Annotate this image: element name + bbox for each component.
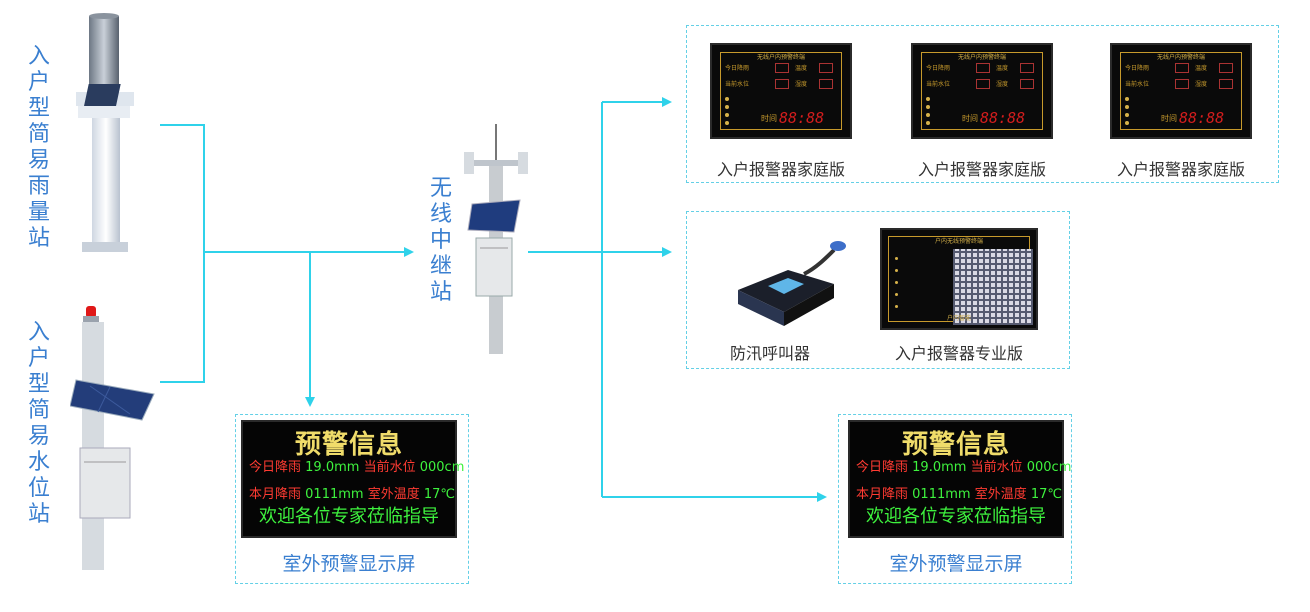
panel-item-humidity: 湿度 (996, 81, 1009, 88)
home-alarm-caption-2: 入户报警器家庭版 (917, 160, 1046, 179)
pro-panel-map (953, 249, 1033, 325)
outdoor-led-screen-1: 预警信息 今日降雨 19.0mm 当前水位 000cm 本月降雨 0111mm … (241, 420, 464, 538)
led-value-today-rain: 19.0mm (912, 460, 967, 475)
home-alarm-panel-3: 无线户内预警终端 今日降雨 当前水位 温度 湿度 时间 88:88 (1110, 43, 1252, 139)
panel-time-label: 时间 (761, 114, 777, 123)
led-value-water-level: 000cm (419, 460, 465, 475)
home-alarm-panel-1: 无线户内预警终端 今日降雨 当前水位 温度 湿度 时间 88:88 (710, 43, 852, 139)
led-label-outdoor-temp: 室外温度 (974, 487, 1027, 502)
outdoor-screen-box-2 (838, 414, 1072, 584)
pro-alarm-panel: 户内无线预警终端 户内智能 (880, 228, 1038, 330)
panel-item-temp: 温度 (795, 65, 808, 72)
panel-time-label: 时间 (1161, 114, 1177, 123)
led-value-today-rain: 19.0mm (305, 460, 360, 475)
led-label-water-level: 当前水位 (970, 460, 1023, 475)
home-alarm-group-box (686, 25, 1279, 183)
relay-station-label: 无线中继站 (429, 176, 452, 305)
rain-station-label: 入户型简易雨量站 (27, 44, 50, 251)
panel-item-water: 当前水位 (926, 81, 951, 88)
home-alarm-panel-2: 无线户内预警终端 今日降雨 当前水位 温度 湿度 时间 88:88 (911, 43, 1053, 139)
panel-title: 无线户内预警终端 (1156, 54, 1205, 61)
panel-item-rain: 今日降雨 (926, 65, 951, 72)
led-welcome-text: 欢迎各位专家莅临指导 (866, 506, 1046, 527)
led-welcome-text: 欢迎各位专家莅临指导 (259, 506, 439, 527)
panel-item-rain: 今日降雨 (1125, 65, 1150, 72)
led-label-today-rain: 今日降雨 (249, 460, 302, 475)
water-station-label: 入户型简易水位站 (27, 320, 50, 527)
led-label-month-rain: 本月降雨 (249, 487, 302, 502)
led-value-month-rain: 0111mm (305, 487, 364, 502)
panel-item-humidity: 湿度 (795, 81, 808, 88)
panel-time-display: 88:88 (980, 109, 1026, 127)
led-value-outdoor-temp: 17℃ (1030, 487, 1063, 502)
pro-panel-title: 户内无线预警终端 (934, 238, 983, 245)
panel-item-temp: 温度 (1195, 65, 1208, 72)
outdoor-screen-caption-2: 室外预警显示屏 (889, 553, 1023, 575)
led-value-outdoor-temp: 17℃ (423, 487, 456, 502)
panel-item-humidity: 湿度 (1195, 81, 1208, 88)
outdoor-led-screen-2: 预警信息 今日降雨 19.0mm 当前水位 000cm 本月降雨 0111mm … (848, 420, 1071, 538)
pro-alarm-caption: 入户报警器专业版 (894, 344, 1023, 363)
outdoor-screen-caption-1: 室外预警显示屏 (282, 553, 416, 575)
water-level-station-image (70, 306, 155, 570)
led-label-water-level: 当前水位 (363, 460, 416, 475)
panel-item-rain: 今日降雨 (725, 65, 750, 72)
led-label-outdoor-temp: 室外温度 (367, 487, 420, 502)
broadcaster-caption: 防汛呼叫器 (729, 344, 810, 363)
pro-alarm-group-box (686, 211, 1070, 369)
rain-gauge-station-image (76, 13, 134, 252)
panel-title: 无线户内预警终端 (957, 54, 1006, 61)
panel-title: 无线户内预警终端 (756, 54, 805, 61)
led-value-month-rain: 0111mm (912, 487, 971, 502)
home-alarm-caption-3: 入户报警器家庭版 (1116, 160, 1245, 179)
led-value-water-level: 000cm (1026, 460, 1072, 475)
panel-time-label: 时间 (962, 114, 978, 123)
panel-time-display: 88:88 (779, 109, 825, 127)
flood-broadcaster-image (738, 241, 846, 326)
led-label-today-rain: 今日降雨 (856, 460, 909, 475)
panel-time-display: 88:88 (1179, 109, 1225, 127)
led-title: 预警信息 (294, 430, 403, 460)
panel-item-temp: 温度 (996, 65, 1009, 72)
panel-item-water: 当前水位 (725, 81, 750, 88)
pro-panel-footer: 户内智能 (946, 315, 971, 322)
home-alarm-caption-1: 入户报警器家庭版 (716, 160, 845, 179)
led-title: 预警信息 (901, 430, 1010, 460)
relay-station-image (464, 124, 528, 354)
led-label-month-rain: 本月降雨 (856, 487, 909, 502)
outdoor-screen-box-1 (235, 414, 469, 584)
panel-item-water: 当前水位 (1125, 81, 1150, 88)
